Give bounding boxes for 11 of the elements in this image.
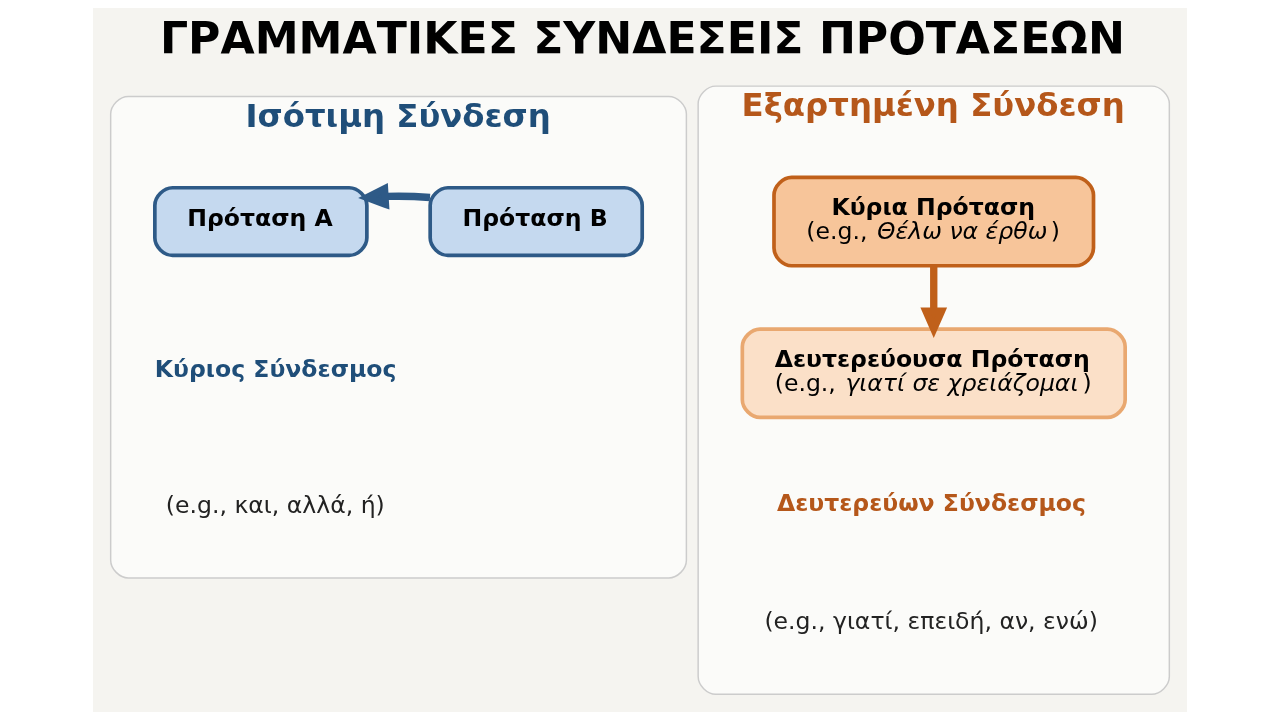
label: Δευτερεύων Σύνδεσμος xyxy=(776,489,1086,518)
label: (e.g., γιατί, επειδή, αν, ενώ) xyxy=(764,607,1098,636)
node-box: Δευτερεύουσα Πρόταση (e.g., γιατί σε χρειάζομαι) xyxy=(740,327,1127,420)
node-box: Πρόταση Β xyxy=(428,185,645,258)
node-box: Πρόταση Α xyxy=(153,185,369,258)
arrow xyxy=(358,182,431,210)
arrow xyxy=(920,266,948,339)
label: (e.g., και, αλλά, ή) xyxy=(165,490,385,519)
diagram-title: ΓΡΑΜΜΑΤΙΚΕΣ ΣΥΝΔΕΣΕΙΣ ΠΡΟΤΑΣΕΩΝ xyxy=(159,12,1125,64)
node-box: Κύρια Πρόταση (e.g., Θέλω να έρθω) xyxy=(772,175,1096,268)
label: Κύριος Σύνδεσμος xyxy=(154,355,397,384)
